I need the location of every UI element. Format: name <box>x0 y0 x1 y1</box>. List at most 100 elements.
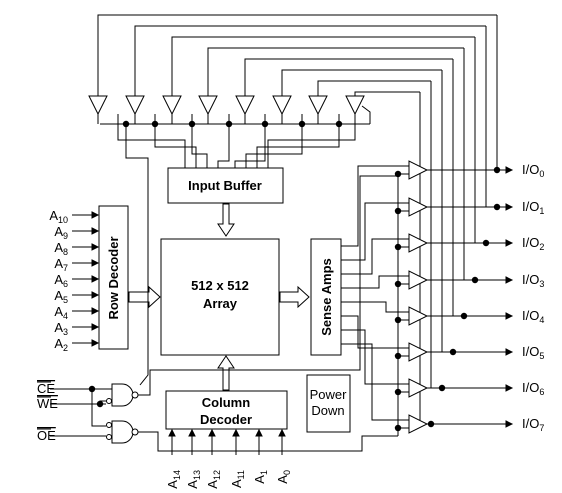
power-down-label-1: Power <box>310 387 348 402</box>
junction-dot <box>335 120 343 128</box>
row-address-pin-label-base: A <box>54 336 63 351</box>
junction-dot <box>394 243 402 251</box>
pin-arrowhead <box>91 323 100 331</box>
input-buffer-triangle <box>308 95 328 116</box>
junction-dot <box>261 120 269 128</box>
buffer-data-wire <box>191 114 208 168</box>
input-buffer-gates <box>88 95 365 116</box>
row-address-pin-label: A3 <box>54 320 68 337</box>
output-buffer-triangle <box>408 270 429 290</box>
pin-arrowhead <box>91 227 100 235</box>
junction-dot <box>427 420 435 428</box>
io-pin-label-subscript: 0 <box>539 169 544 179</box>
output-buffer-triangle <box>408 342 429 362</box>
row-address-pin-label-subscript: 8 <box>63 247 68 257</box>
sense-out-wire <box>341 202 409 261</box>
io-pin-label: I/O5 <box>522 344 544 361</box>
sense-amps-block: Sense Amps <box>310 238 342 356</box>
feedback-wire <box>207 47 464 96</box>
power-down-label-2: Down <box>311 403 344 418</box>
input-bubble <box>106 398 112 404</box>
sense-out-wire <box>341 301 409 313</box>
column-decoder-block: Column Decoder <box>165 390 288 430</box>
inversion-bubble <box>131 428 139 436</box>
io-pin-label-base: I/O <box>522 308 539 323</box>
io-pin-label-base: I/O <box>522 235 539 250</box>
control-pin-label: CE <box>37 381 55 396</box>
junction-dot <box>471 276 479 284</box>
pin-arrowhead <box>91 307 100 315</box>
column-address-pin-label: A1 <box>252 470 269 484</box>
output-buffer-triangle <box>408 414 429 434</box>
input-buffer-triangle <box>235 95 255 116</box>
control-pin-label: WE <box>37 396 58 411</box>
io-pin-label-subscript: 2 <box>539 242 544 252</box>
pin-arrowhead <box>208 428 216 437</box>
buffer-data-wire <box>217 114 230 168</box>
junction-dots <box>88 120 501 432</box>
column-address-pin-label-subscript: 0 <box>282 470 292 475</box>
ce-branch-wire <box>91 389 106 427</box>
pin-arrowhead <box>91 243 100 251</box>
column-address-pin-label: A14 <box>165 470 182 489</box>
row-address-pin-label-subscript: 6 <box>63 279 68 289</box>
row-address-pin-label-subscript: 10 <box>58 215 68 225</box>
io-pin-label-subscript: 4 <box>539 315 544 325</box>
buffer-data-wire <box>117 114 186 168</box>
io-pin-label-subscript: 1 <box>539 206 544 216</box>
junction-dot <box>438 384 446 392</box>
feedback-wire <box>244 58 453 96</box>
io-pin-label-subscript: 7 <box>539 423 544 433</box>
io-pin-label-subscript: 3 <box>539 279 544 289</box>
column-address-pin-label-subscript: 1 <box>259 470 269 475</box>
column-address-pin-label-base: A <box>275 475 290 484</box>
io-pin-label: I/O6 <box>522 380 544 397</box>
output-buffer-gates <box>408 160 429 434</box>
io-pin-label: I/O7 <box>522 416 544 433</box>
io-pin-label: I/O0 <box>522 162 544 179</box>
ce-enable-route <box>138 175 398 396</box>
junction-dot <box>449 348 457 356</box>
row-address-pin-label-subscript: 4 <box>63 311 68 321</box>
junction-dot <box>394 316 402 324</box>
junction-dot <box>96 400 104 408</box>
row-address-pin-label: A2 <box>54 336 68 353</box>
row-address-pin-label: A8 <box>54 240 68 257</box>
io-pin-label-subscript: 6 <box>539 387 544 397</box>
interconnect-wires <box>50 14 514 455</box>
junction-dot <box>493 166 501 174</box>
sense-out-wire <box>341 343 409 421</box>
sense-out-wire <box>341 329 409 385</box>
input-buffer-triangle <box>125 95 145 116</box>
column-address-pin-label-subscript: 14 <box>172 470 182 480</box>
array-size-label: 512 x 512 <box>191 278 249 293</box>
column-address-pin-label: A0 <box>275 470 292 484</box>
row-address-pin-label-base: A <box>54 320 63 335</box>
junction-dot <box>493 203 501 211</box>
write-enable-wire <box>125 124 149 386</box>
control-logic <box>106 383 139 444</box>
feedback-wire <box>317 80 431 96</box>
junction-dot <box>394 352 402 360</box>
row-decoder-block: Row Decoder <box>98 205 129 350</box>
junction-dot <box>394 280 402 288</box>
io-pin-label-base: I/O <box>522 199 539 214</box>
pin-arrowhead <box>91 259 100 267</box>
output-buffer-triangle <box>408 233 429 253</box>
column-decoder-label-2: Decoder <box>200 412 252 427</box>
feedback-wire <box>97 14 497 96</box>
row-address-pin-label-subscript: 3 <box>63 327 68 337</box>
junction-dot <box>298 120 306 128</box>
input-buffer-triangle <box>345 95 365 116</box>
junction-dot <box>394 388 402 396</box>
pin-arrowhead <box>91 339 100 347</box>
pin-arrowhead <box>168 428 176 437</box>
power-down-block: Power Down <box>306 374 351 433</box>
buffer-data-wire <box>245 114 303 168</box>
row-address-pin-label-base: A <box>54 304 63 319</box>
io-pin-label: I/O1 <box>522 199 544 216</box>
row-address-pin-label: A6 <box>54 272 68 289</box>
junction-dot <box>460 312 468 320</box>
output-buffer-triangle <box>408 378 429 398</box>
